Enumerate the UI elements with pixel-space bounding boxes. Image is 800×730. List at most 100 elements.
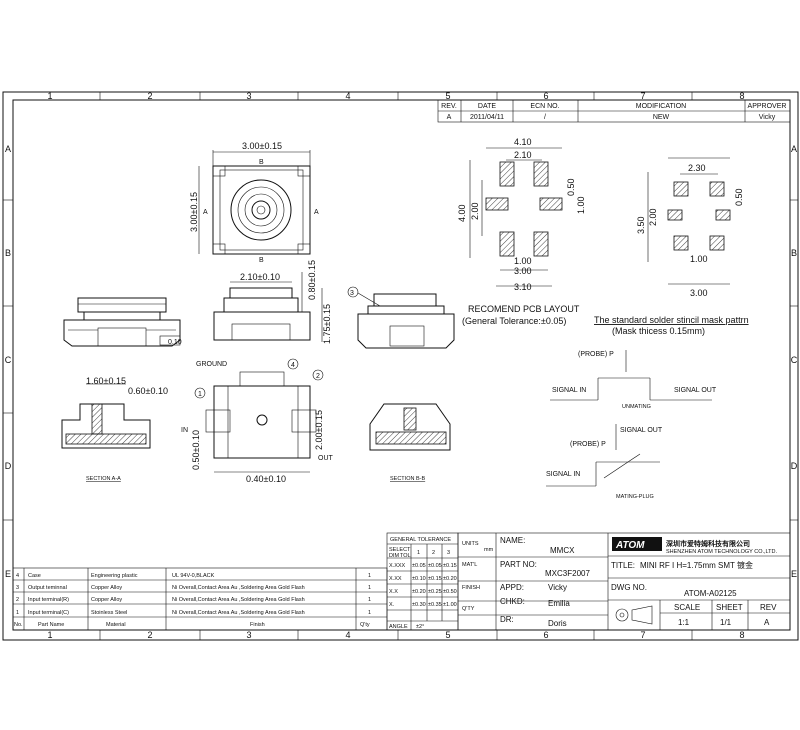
section-mark-a-right: A [314,209,319,216]
pcb-width-outer: 4.10 [514,137,532,147]
stencil-note: (Mask thicess 0.15mm) [612,326,705,336]
rev-header-ecn: ECN NO. [530,103,559,110]
rev-row-date: 2011/04/11 [470,114,504,121]
top-view: 3.00±0.15 3.00±0.15 A A B B [189,141,319,264]
bom-row2-part: Output teminnal [28,585,67,591]
bom-row1-material: Engineering plastic [91,573,138,579]
zone-col-6-top: 6 [543,91,548,101]
side-view-right: 3 [347,286,455,349]
pcb-pad: 0.50 [566,178,576,196]
rev-header-mod: MODIFICATION [636,103,686,110]
flatness-tolerance: 0.10 [168,339,182,346]
bom-header-finish: Finish [250,622,265,628]
tb-scale-label: SCALE [674,603,700,612]
tb-dr: Doris [548,619,567,628]
schematic-unmating: (PROBE) P SIGNAL IN SIGNAL OUT UNMATING [550,350,717,410]
rev-row-approver: Vicky [759,114,776,121]
tol-row2-v3: ±0.20 [443,576,457,582]
pcb-pad-width: 1.00 [514,256,532,266]
section-b-label: SECTION B-B [390,476,425,482]
stencil-pattern: 2.30 3.50 2.00 0.50 1.00 3.00 The standa… [594,157,749,336]
pcb-title: RECOMEND PCB LAYOUT [468,304,580,314]
tol-row3-v2: ±0.25 [428,589,442,595]
zone-row-a-right: A [791,144,797,154]
mating-label: MATING-PLUG [616,494,654,500]
bom-header-material: Material [106,622,126,628]
zone-col-7-bottom: 7 [640,630,645,640]
tb-scale: 1:1 [678,618,690,627]
zone-col-4-top: 4 [345,91,350,101]
section-mark-b-top: B [259,159,264,166]
tb-title-label: TITLE: [611,561,635,570]
top-view-width: 3.00±0.15 [242,141,282,151]
front-view-width: 2.10±0.10 [240,272,280,282]
bom-header-part: Part Name [38,622,64,628]
bom-row3-material: Copper Alloy [91,597,122,603]
zone-row-d-right: D [791,461,798,471]
tb-rev: A [764,618,770,627]
zone-row-b-left: B [5,248,11,258]
zone-row-b-right: B [791,248,797,258]
zone-col-7-top: 7 [640,91,645,101]
schematic-mating: (PROBE) P SIGNAL OUT SIGNAL IN MATING-PL… [546,424,663,500]
stencil-title: The standard solder stincil mask pattrn [594,315,749,325]
tol-row3-v3: ±0.50 [443,589,457,595]
bom-row2-material: Copper Alloy [91,585,122,591]
tol-col-1: 1 [417,550,420,556]
bottom-ground: GROUND [196,361,227,368]
probe-1: (PROBE) P [578,351,614,358]
tol-row4-v1: ±0.30 [412,602,426,608]
tol-row4-dim: X. [389,602,395,608]
pcb-layout: 4.10 2.10 4.00 2.00 0.50 1.00 1.00 3.00 … [457,137,586,326]
tol-row2-v2: ±0.15 [428,576,442,582]
tol-row1-dim: X.XXX [389,563,406,569]
tb-rev-label: REV [760,603,777,612]
section-mark-b-bottom: B [259,257,264,264]
zone-col-8-bottom: 8 [739,630,744,640]
bottom-callout-1: 1 [198,391,202,398]
tb-appd: Vicky [548,583,567,592]
bottom-out: OUT [318,455,334,462]
tol-row3-dim: X.X [389,589,398,595]
signal-out-2: SIGNAL OUT [620,427,663,434]
rev-header-rev: REV. [441,103,457,110]
rev-row-rev: A [447,114,452,121]
tol-row2-v1: ±0.10 [412,576,426,582]
tb-matl: MAT'L [462,562,477,568]
stencil-height: 3.50 [636,216,646,234]
tol-angle: ANGLE [389,624,408,630]
tol-row2-dim: X.XX [389,576,402,582]
tb-brand: ATOM [615,540,645,551]
tb-sheet: 1/1 [720,618,732,627]
tb-part-no-label: PART NO: [500,560,537,569]
title-block: UNITS mm NAME: MMCX MAT'L PART NO: MXC3F… [457,532,791,631]
bottom-v-left: 0.50±0.10 [191,430,201,470]
bom-row3-part: Input terminal(R) [28,597,69,603]
section-a-a: 1.60±0.15 0.60±0.10 SECTION A-A [61,376,168,482]
bottom-view: GROUND 1 2 4 IN OUT 0.50±0.10 2.00±0.15 … [181,358,334,484]
tol-tol: TOL [400,553,411,559]
tb-units: UNITS [462,541,479,547]
bottom-callout-2: 2 [316,373,320,380]
callout-3: 3 [350,290,354,297]
stencil-width-inner: 2.30 [688,163,706,173]
bottom-v-right: 2.00±0.15 [314,410,324,450]
section-a-dim2: 0.60±0.10 [128,386,168,396]
bom-row4-part: Input terminal(C) [28,610,69,616]
bom-row4-qty: 1 [368,610,371,616]
bom-row3-no: 2 [16,597,19,603]
bom-row4-material: Stoinless Steel [91,610,127,616]
rev-header-date: DATE [478,103,496,110]
rev-header-approver: APPROVER [748,103,787,110]
tb-name: MMCX [550,546,575,555]
pcb-inner-height: 2.00 [470,202,480,220]
tb-title: MINI RF I H=1.75mm SMT 镀金 [640,560,753,570]
tol-row3-v1: ±0.20 [412,589,426,595]
stencil-pad: 0.50 [734,188,744,206]
bom-header-qty: Q'ty [360,622,370,628]
bottom-callout-4: 4 [291,362,295,369]
pcb-height: 4.00 [457,204,467,222]
atom-logo [612,537,662,551]
stencil-pad-width: 1.00 [690,254,708,264]
